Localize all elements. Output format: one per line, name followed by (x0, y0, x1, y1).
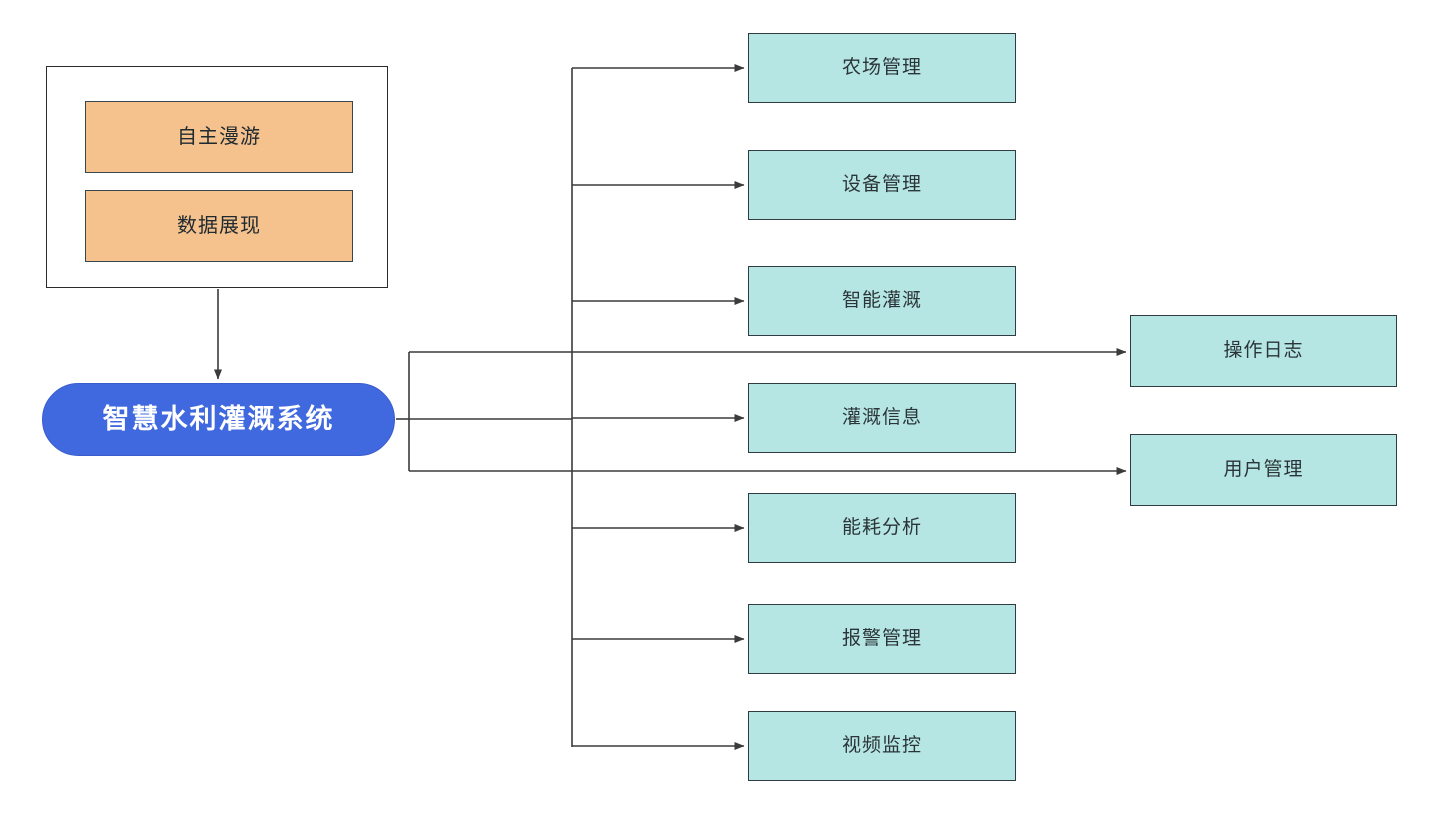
orange-box-autonomous-roaming[interactable]: 自主漫游 (85, 101, 353, 173)
node-label: 能耗分析 (841, 516, 922, 538)
orange-box-data-presentation[interactable]: 数据展现 (85, 190, 353, 262)
teal-box-device-management[interactable]: 设备管理 (748, 150, 1016, 220)
teal-box-operation-log[interactable]: 操作日志 (1130, 315, 1397, 387)
root-node-label: 智慧水利灌溉系统 (102, 404, 335, 435)
node-label: 设备管理 (841, 173, 922, 195)
node-label: 农场管理 (841, 56, 922, 78)
teal-box-smart-irrigation[interactable]: 智能灌溉 (748, 266, 1016, 336)
node-label: 报警管理 (841, 627, 922, 649)
node-label: 灌溉信息 (841, 406, 922, 428)
node-label: 操作日志 (1223, 339, 1304, 361)
teal-box-farm-management[interactable]: 农场管理 (748, 33, 1016, 103)
root-node-smart-irrigation-system[interactable]: 智慧水利灌溉系统 (42, 383, 395, 456)
node-label: 用户管理 (1223, 458, 1304, 480)
teal-box-alarm-management[interactable]: 报警管理 (748, 604, 1016, 674)
teal-box-energy-analysis[interactable]: 能耗分析 (748, 493, 1016, 563)
node-label: 数据展现 (177, 215, 261, 237)
node-label: 自主漫游 (177, 126, 261, 148)
teal-box-video-surveillance[interactable]: 视频监控 (748, 711, 1016, 781)
teal-box-user-management[interactable]: 用户管理 (1130, 434, 1397, 506)
node-label: 视频监控 (841, 734, 922, 756)
node-label: 智能灌溉 (841, 289, 922, 311)
teal-box-irrigation-info[interactable]: 灌溉信息 (748, 383, 1016, 453)
